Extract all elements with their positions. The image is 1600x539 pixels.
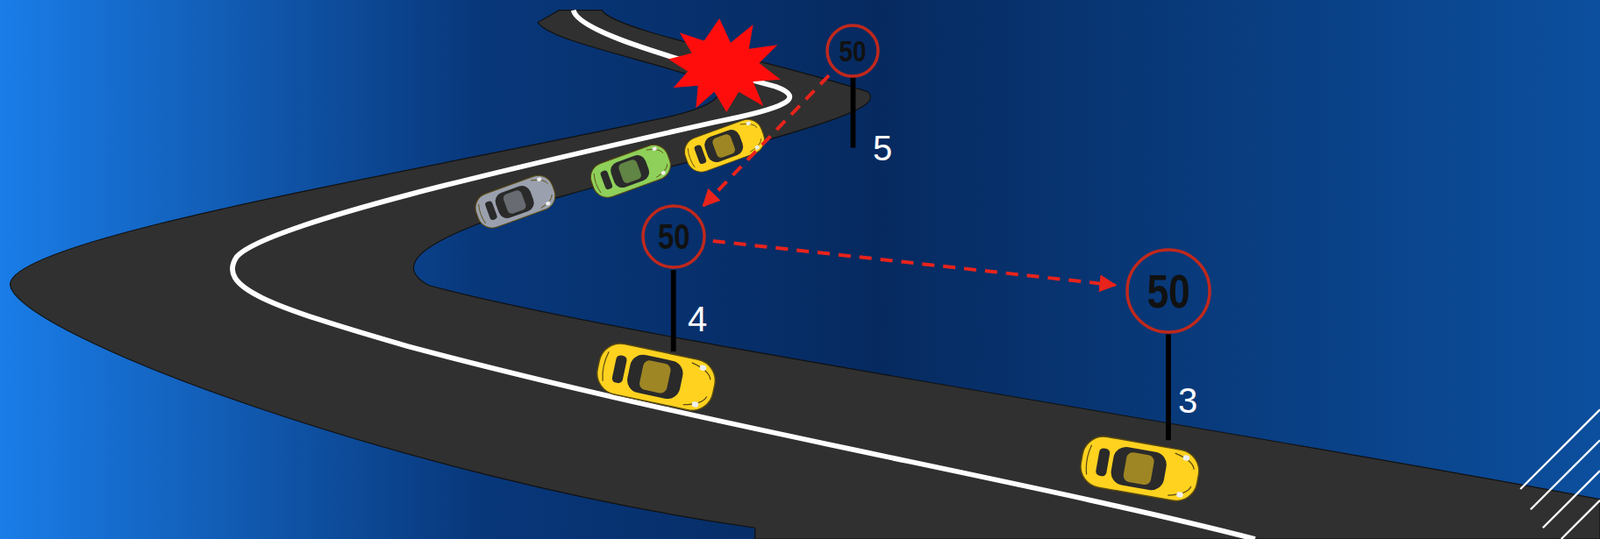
sign-outline — [1127, 250, 1210, 333]
grey-car — [471, 171, 559, 233]
callout-number: 3 — [1178, 380, 1198, 422]
speed-limit-value: 50 — [657, 219, 690, 255]
sign-pole — [1165, 334, 1172, 441]
yellow-car — [592, 340, 720, 415]
sign-outline — [827, 25, 879, 77]
yellow-car — [680, 115, 769, 177]
callout-number: 5 — [872, 128, 893, 169]
sign-outline — [642, 206, 705, 268]
lane-line — [232, 10, 1256, 539]
corner-decoration — [1520, 409, 1600, 539]
sign-pole — [850, 76, 857, 148]
road — [10, 10, 1600, 539]
speed-limit-value: 50 — [838, 35, 866, 66]
dashed-arrow — [703, 75, 829, 207]
speed-sign: 50 — [1125, 248, 1212, 335]
green-car — [586, 141, 675, 202]
crash-burst — [668, 18, 781, 113]
speed-limit-value: 50 — [1146, 267, 1190, 315]
yellow-car — [1077, 433, 1202, 505]
speed-sign: 50 — [641, 204, 707, 270]
callout-number: 4 — [687, 299, 708, 340]
sign-pole — [671, 270, 677, 352]
dashed-arrow — [713, 241, 1116, 286]
speed-sign: 50 — [825, 23, 880, 79]
